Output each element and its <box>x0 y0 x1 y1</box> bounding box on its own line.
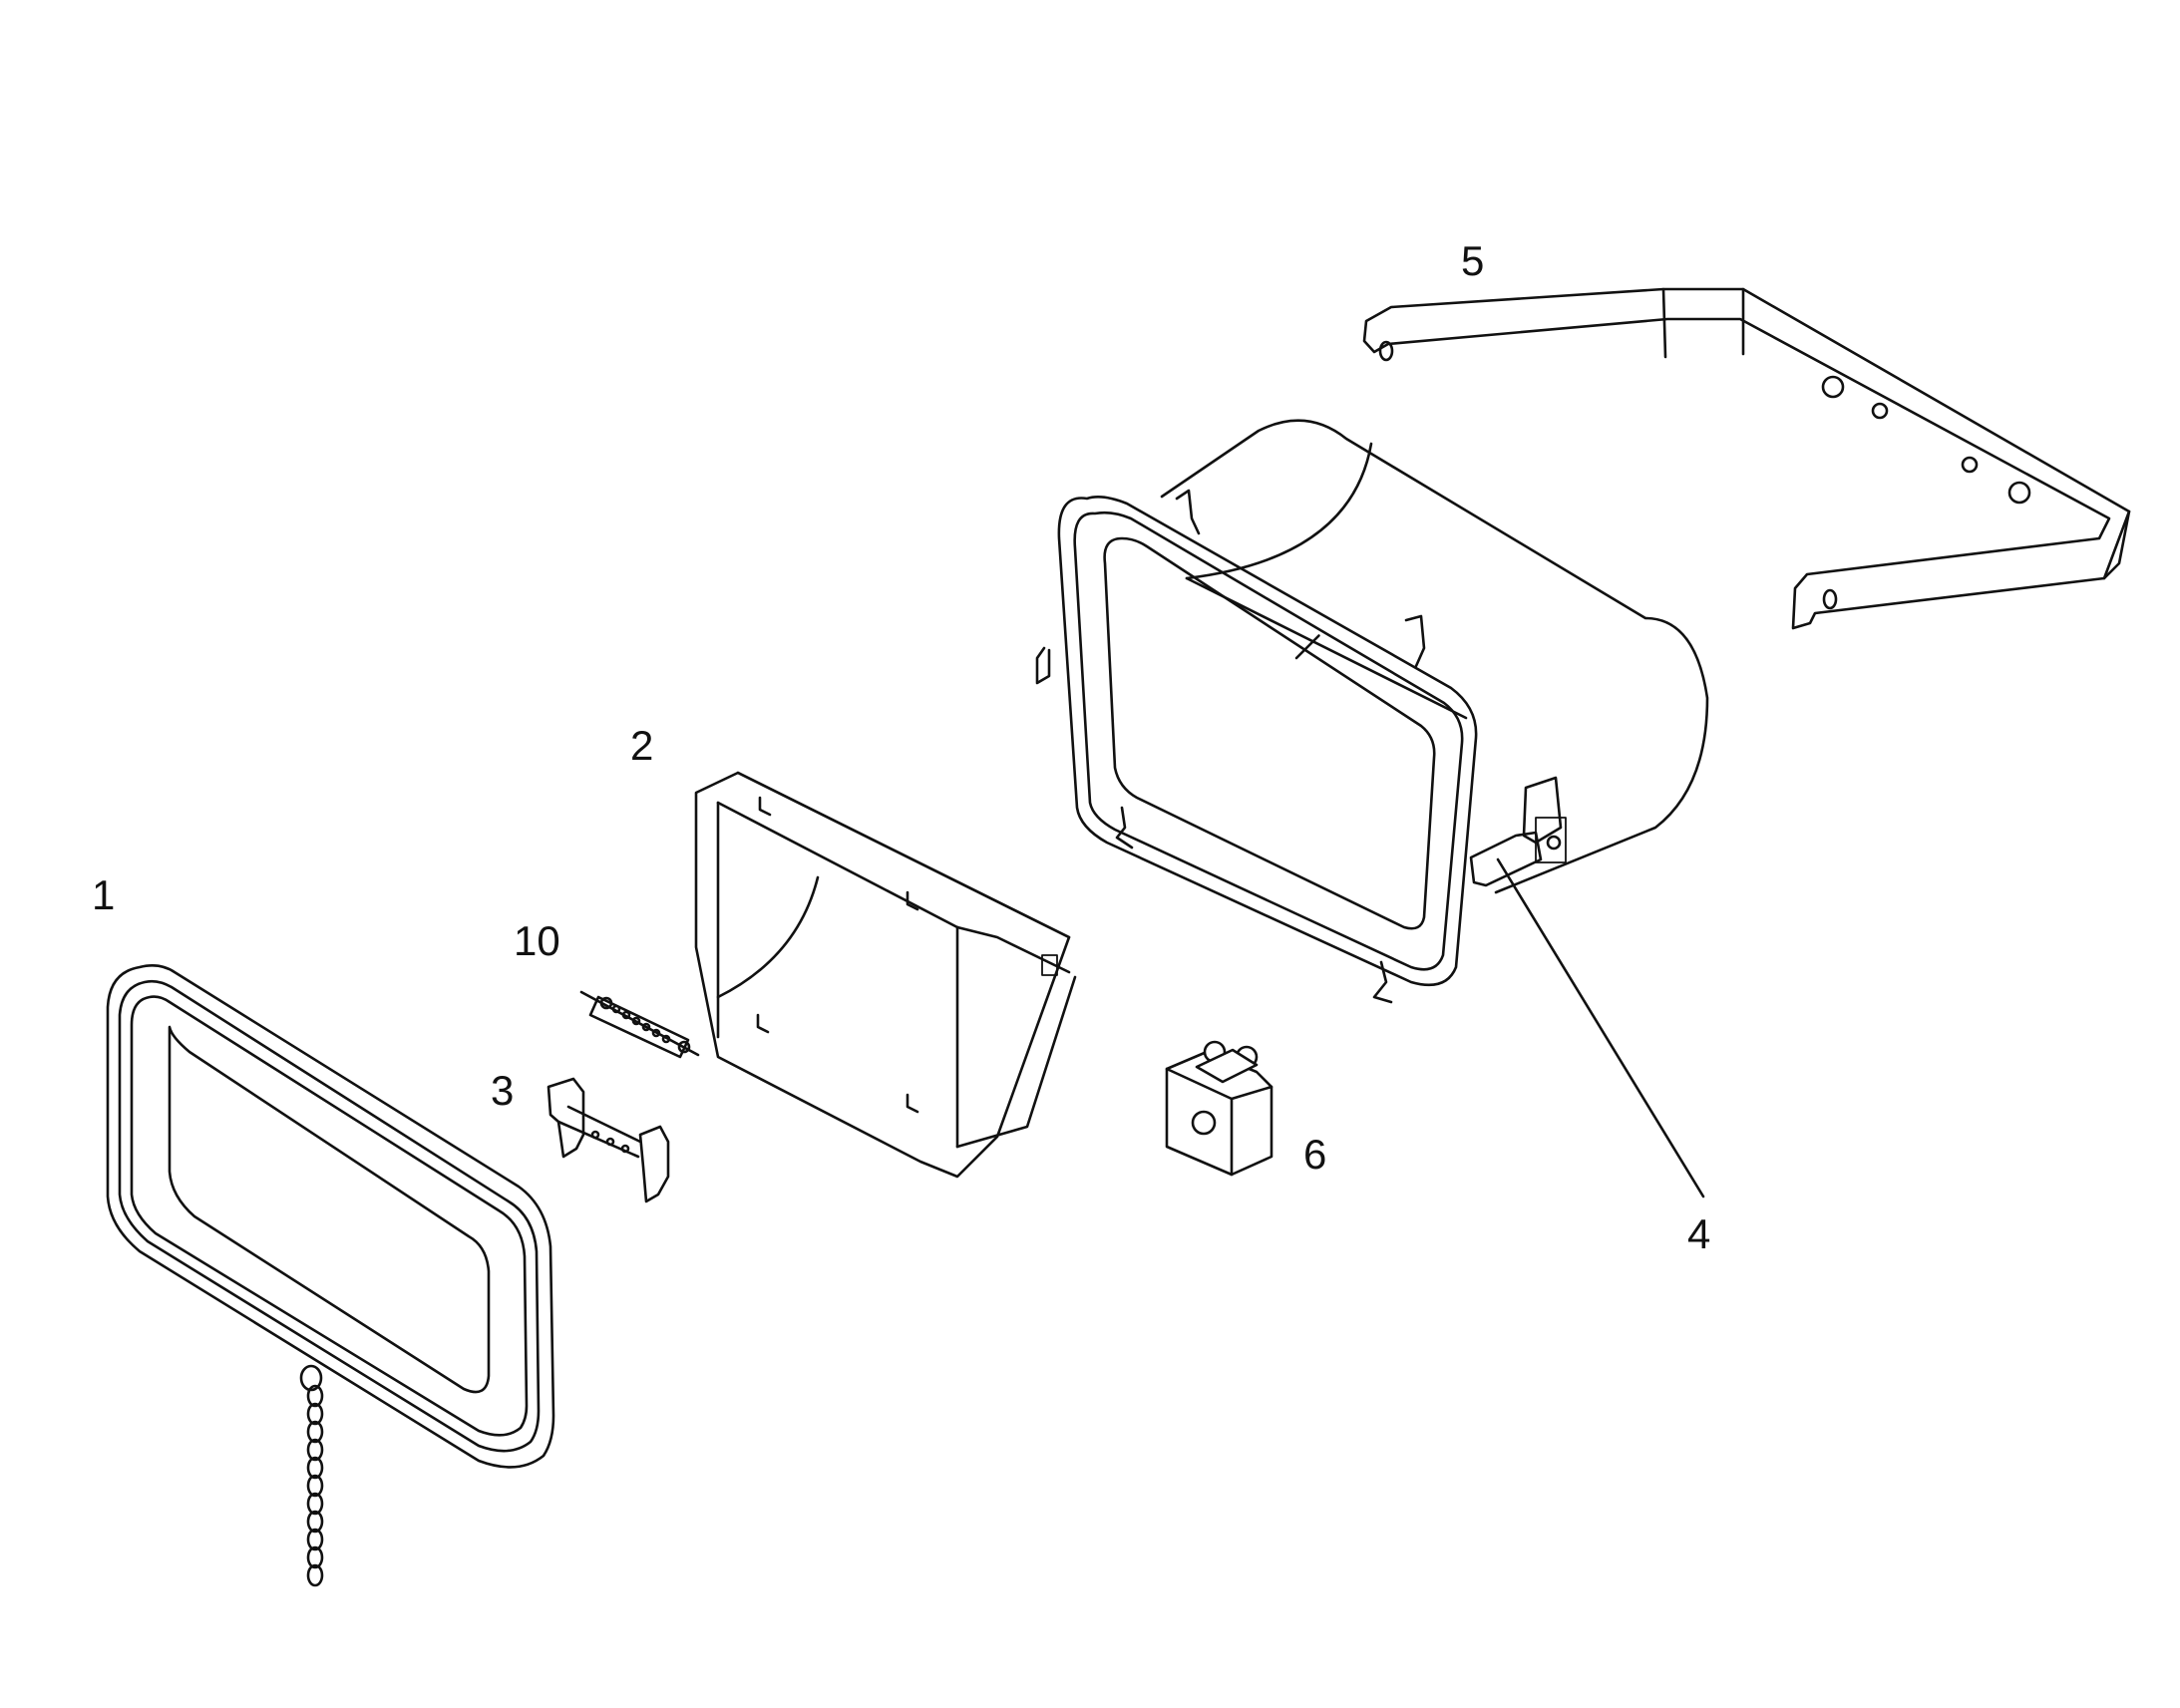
callout-1: 1 <box>92 871 115 918</box>
part-4-housing[interactable] <box>1035 419 1709 1198</box>
callout-5: 5 <box>1461 237 1484 284</box>
callout-3: 3 <box>491 1067 514 1114</box>
part-1-front-frame[interactable] <box>106 964 555 1587</box>
part-10-lamp[interactable] <box>579 990 700 1059</box>
callout-4: 4 <box>1687 1210 1710 1257</box>
chain <box>299 1364 324 1587</box>
part-6-junction-box[interactable] <box>1165 1040 1273 1177</box>
part-3-lamp-holder[interactable] <box>546 1077 670 1203</box>
callout-10: 10 <box>514 917 560 964</box>
callout-2: 2 <box>630 722 653 769</box>
callout-6: 6 <box>1303 1131 1326 1178</box>
part-2-reflector[interactable] <box>694 771 1077 1179</box>
part-5-mounting-bracket[interactable] <box>1362 287 2131 630</box>
